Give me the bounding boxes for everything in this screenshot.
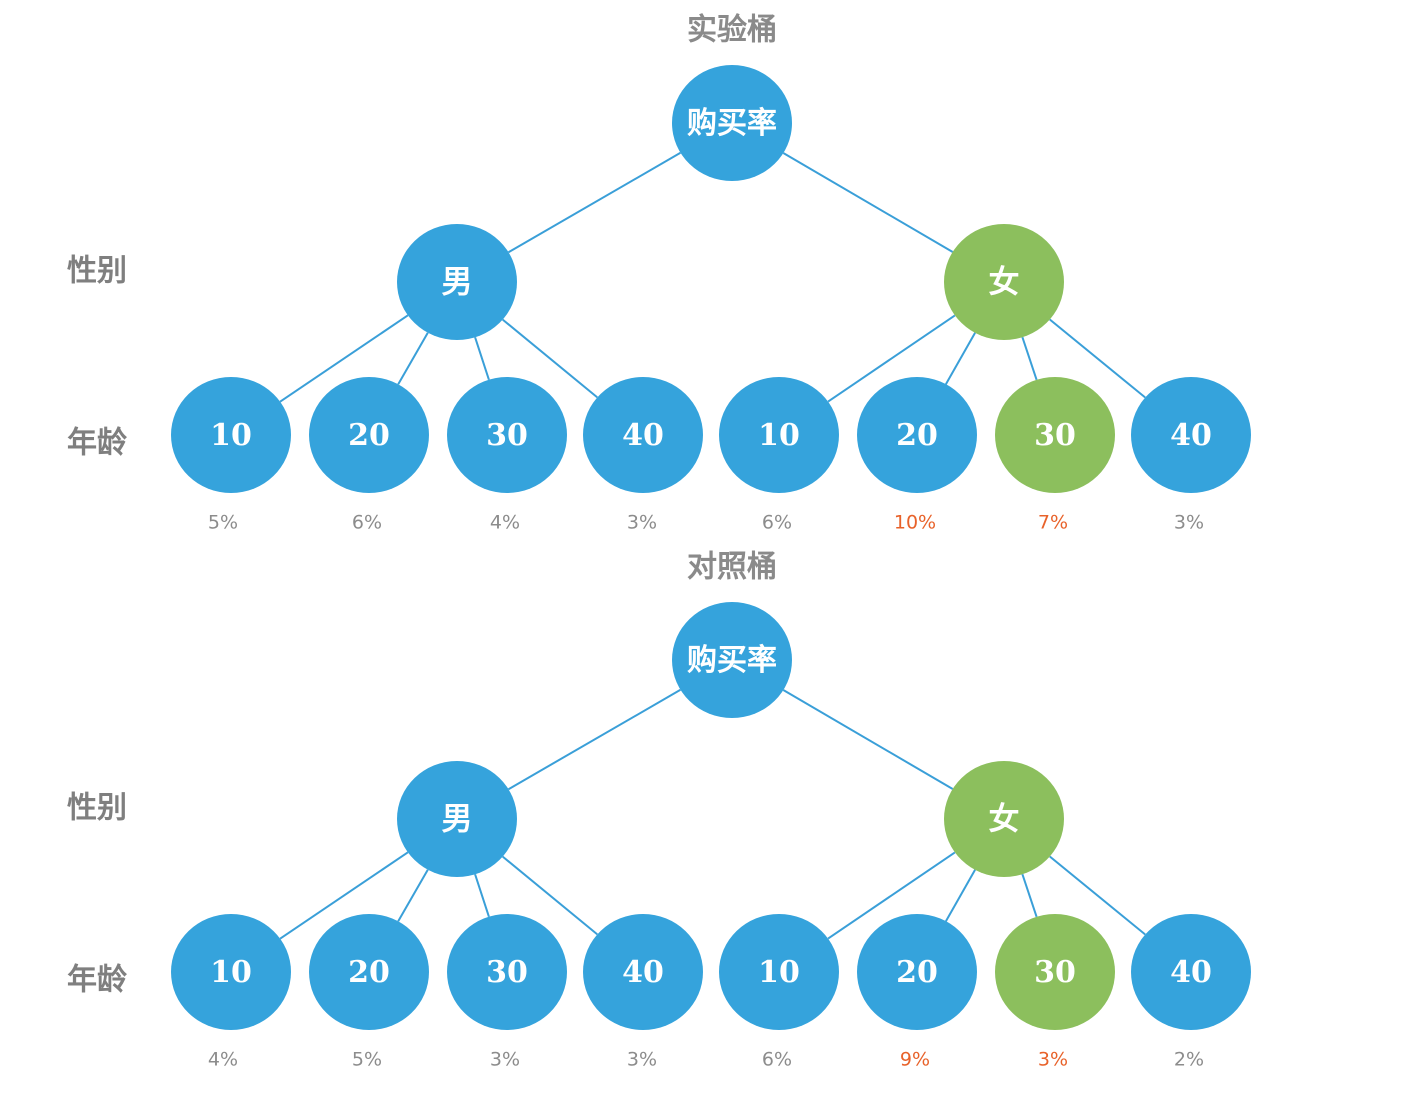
tree-1-age-node-1	[171, 377, 291, 493]
tree-1-edge-gender-leaf-6	[945, 332, 976, 385]
tree-1-edge-gender-leaf-7	[1021, 336, 1038, 381]
tree-2-purchase-rate-3: 3%	[490, 1049, 520, 1071]
tree-1-edge-gender-leaf-2	[397, 332, 429, 385]
tree-1-age-label-5: 10	[758, 418, 800, 453]
tree-1-age-label-3: 30	[486, 418, 528, 453]
tree-1-age-node-6	[857, 377, 977, 493]
tree-2-edge-gender-leaf-5	[827, 851, 956, 940]
tree-2-edge-gender-leaf-7	[1021, 873, 1038, 918]
tree-2-root-node	[672, 602, 792, 718]
tree-2-age-node-3	[447, 914, 567, 1030]
tree-1-purchase-rate-1: 5%	[208, 512, 238, 534]
tree-1-age-label-6: 20	[896, 418, 938, 453]
tree-1-row-label-gender: 性别	[67, 254, 127, 289]
tree-1-age-label-8: 40	[1170, 418, 1212, 453]
tree-2-age-label-2: 20	[348, 955, 390, 990]
tree-1-edge-gender-leaf-1	[279, 314, 409, 403]
tree-2-age-node-4	[583, 914, 703, 1030]
tree-2-row-label-age: 年龄	[67, 963, 128, 998]
tree-1-purchase-rate-8: 3%	[1174, 512, 1204, 534]
tree-2-age-label-8: 40	[1170, 955, 1212, 990]
tree-2-gender-label-1: 男	[442, 802, 473, 838]
tree-1-age-node-8	[1131, 377, 1251, 493]
tree-1-age-label-7: 30	[1034, 418, 1076, 453]
tree-1-gender-label-2: 女	[989, 265, 1020, 301]
tree-1-purchase-rate-4: 3%	[627, 512, 657, 534]
tree-1-purchase-rate-3: 4%	[490, 512, 520, 534]
tree-2-purchase-rate-8: 2%	[1174, 1049, 1204, 1071]
tree-2-age-node-2	[309, 914, 429, 1030]
tree-1-edge-root-gender-1	[507, 151, 682, 254]
tree-2-purchase-rate-5: 6%	[762, 1049, 792, 1071]
tree-2-purchase-rate-1: 4%	[208, 1049, 238, 1071]
tree-1-row-label-age: 年龄	[67, 426, 128, 461]
tree-2-edge-gender-leaf-3	[474, 873, 490, 918]
tree-1-age-node-5	[719, 377, 839, 493]
tree-1-gender-node-2	[944, 224, 1064, 340]
tree-1-gender-label-1: 男	[442, 265, 473, 301]
tree-1-title: 实验桶	[687, 13, 777, 48]
tree-2-root-label: 购买率	[687, 643, 777, 678]
tree-1-root-label: 购买率	[687, 106, 777, 141]
tree-1-root-node	[672, 65, 792, 181]
tree-2-age-label-1: 10	[210, 955, 252, 990]
tree-2-edge-gender-leaf-6	[945, 869, 976, 922]
tree-2-gender-label-2: 女	[989, 802, 1020, 838]
tree-1-purchase-rate-6: 10%	[894, 512, 936, 534]
tree-2-gender-node-2	[944, 761, 1064, 877]
tree-2-edge-gender-leaf-2	[397, 869, 429, 922]
tree-2-purchase-rate-6: 9%	[900, 1049, 930, 1071]
tree-1-purchase-rate-5: 6%	[762, 512, 792, 534]
tree-1-edge-gender-leaf-5	[827, 314, 956, 403]
tree-1-edge-gender-leaf-8	[1049, 318, 1146, 399]
tree-1-edge-gender-leaf-4	[502, 318, 598, 399]
tree-1-age-node-2	[309, 377, 429, 493]
tree-2-purchase-rate-2: 5%	[352, 1049, 382, 1071]
tree-2-purchase-rate-4: 3%	[627, 1049, 657, 1071]
tree-1-age-node-7	[995, 377, 1115, 493]
tree-2-age-label-3: 30	[486, 955, 528, 990]
tree-1-gender-node-1	[397, 224, 517, 340]
tree-2-age-label-4: 40	[622, 955, 664, 990]
tree-2-age-label-5: 10	[758, 955, 800, 990]
tree-2-edge-root-gender-2	[782, 689, 954, 790]
tree-2-title: 对照桶	[687, 550, 777, 585]
tree-2-age-node-1	[171, 914, 291, 1030]
tree-2-edge-root-gender-1	[507, 688, 682, 791]
tree-1-age-node-4	[583, 377, 703, 493]
tree-1-age-label-4: 40	[622, 418, 664, 453]
tree-2-edge-gender-leaf-8	[1049, 855, 1146, 936]
tree-1-age-node-3	[447, 377, 567, 493]
tree-1-edge-root-gender-2	[782, 152, 954, 253]
tree-2-age-node-8	[1131, 914, 1251, 1030]
tree-2-age-node-6	[857, 914, 977, 1030]
tree-2-row-label-gender: 性别	[67, 791, 127, 826]
tree-1-age-label-1: 10	[210, 418, 252, 453]
tree-2-age-label-6: 20	[896, 955, 938, 990]
tree-2-edge-gender-leaf-1	[279, 851, 409, 940]
tree-1-age-label-2: 20	[348, 418, 390, 453]
tree-1-edge-gender-leaf-3	[474, 336, 490, 381]
tree-2-gender-node-1	[397, 761, 517, 877]
tree-2-purchase-rate-7: 3%	[1038, 1049, 1068, 1071]
tree-1-purchase-rate-7: 7%	[1038, 512, 1068, 534]
tree-2-age-node-5	[719, 914, 839, 1030]
tree-2-age-label-7: 30	[1034, 955, 1076, 990]
tree-2-age-node-7	[995, 914, 1115, 1030]
tree-2-edge-gender-leaf-4	[502, 855, 598, 936]
tree-1-purchase-rate-2: 6%	[352, 512, 382, 534]
